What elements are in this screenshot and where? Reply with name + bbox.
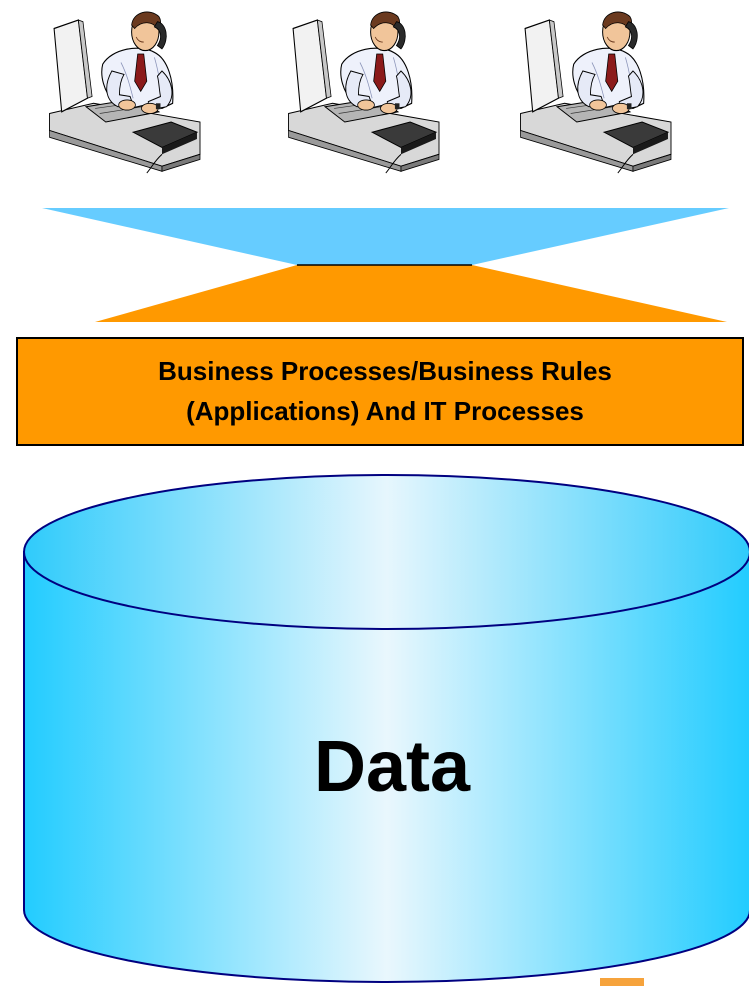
user-icon	[287, 11, 440, 174]
process-box-line1: Business Processes/Business Rules	[158, 356, 612, 386]
funnel-bottom	[95, 265, 727, 322]
funnel-connector	[42, 208, 729, 322]
footer-accent	[600, 978, 644, 986]
process-box-line2: (Applications) And IT Processes	[186, 396, 584, 426]
process-box: Business Processes/Business Rules (Appli…	[16, 337, 744, 446]
cylinder-body	[23, 551, 749, 983]
funnel-top	[42, 208, 729, 265]
user-icon	[519, 11, 672, 174]
database-label: Data	[314, 727, 471, 807]
cylinder-top	[23, 474, 749, 630]
database-cylinder-icon: Data	[23, 474, 749, 983]
user-icon	[48, 11, 201, 174]
